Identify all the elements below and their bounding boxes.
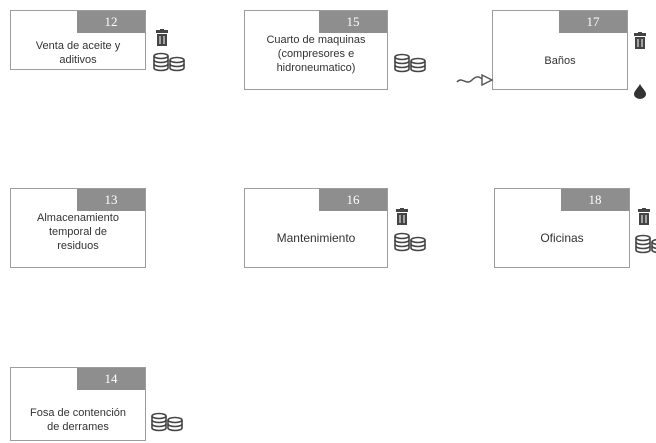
coins-stack-icon bbox=[393, 232, 427, 252]
coins-stack-icon bbox=[634, 234, 656, 254]
coins-stack-icon bbox=[150, 412, 184, 432]
area-label: Venta de aceite y aditivos bbox=[35, 40, 121, 66]
area-label: Fosa de contención de derrames bbox=[29, 407, 126, 433]
area-number-badge: 13 bbox=[77, 189, 145, 211]
area-label: Mantenimiento bbox=[276, 231, 356, 245]
area-label: Almacenamiento temporal de residuos bbox=[37, 212, 119, 252]
area-card-17: 17 Baños bbox=[492, 10, 628, 90]
area-card-15: 15 Cuarto de maquinas (compresores e hid… bbox=[244, 10, 388, 90]
area-number-badge: 14 bbox=[77, 368, 145, 390]
drop-icon bbox=[633, 83, 647, 99]
area-number-badge: 15 bbox=[319, 11, 387, 33]
area-card-18: 18 Oficinas bbox=[494, 188, 630, 268]
area-label: Baños bbox=[544, 55, 576, 67]
area-label: Cuarto de maquinas (compresores e hidron… bbox=[266, 34, 366, 74]
area-number-badge: 18 bbox=[561, 189, 629, 211]
area-card-14: 14 Fosa de contención de derrames bbox=[10, 367, 146, 441]
wavy-arrow-icon bbox=[456, 72, 494, 88]
trash-icon bbox=[155, 29, 169, 47]
trash-icon bbox=[637, 208, 651, 226]
area-card-13: 13 Almacenamiento temporal de residuos bbox=[10, 188, 146, 268]
area-label: Oficinas bbox=[540, 231, 584, 245]
area-number-badge: 12 bbox=[77, 11, 145, 33]
area-card-12: 12 Venta de aceite y aditivos bbox=[10, 10, 146, 70]
area-number-badge: 17 bbox=[559, 11, 627, 33]
coins-stack-icon bbox=[152, 52, 186, 72]
trash-icon bbox=[395, 208, 409, 226]
area-card-16: 16 Mantenimiento bbox=[244, 188, 388, 268]
area-number-badge: 16 bbox=[319, 189, 387, 211]
coins-stack-icon bbox=[393, 53, 427, 73]
trash-icon bbox=[633, 32, 647, 50]
